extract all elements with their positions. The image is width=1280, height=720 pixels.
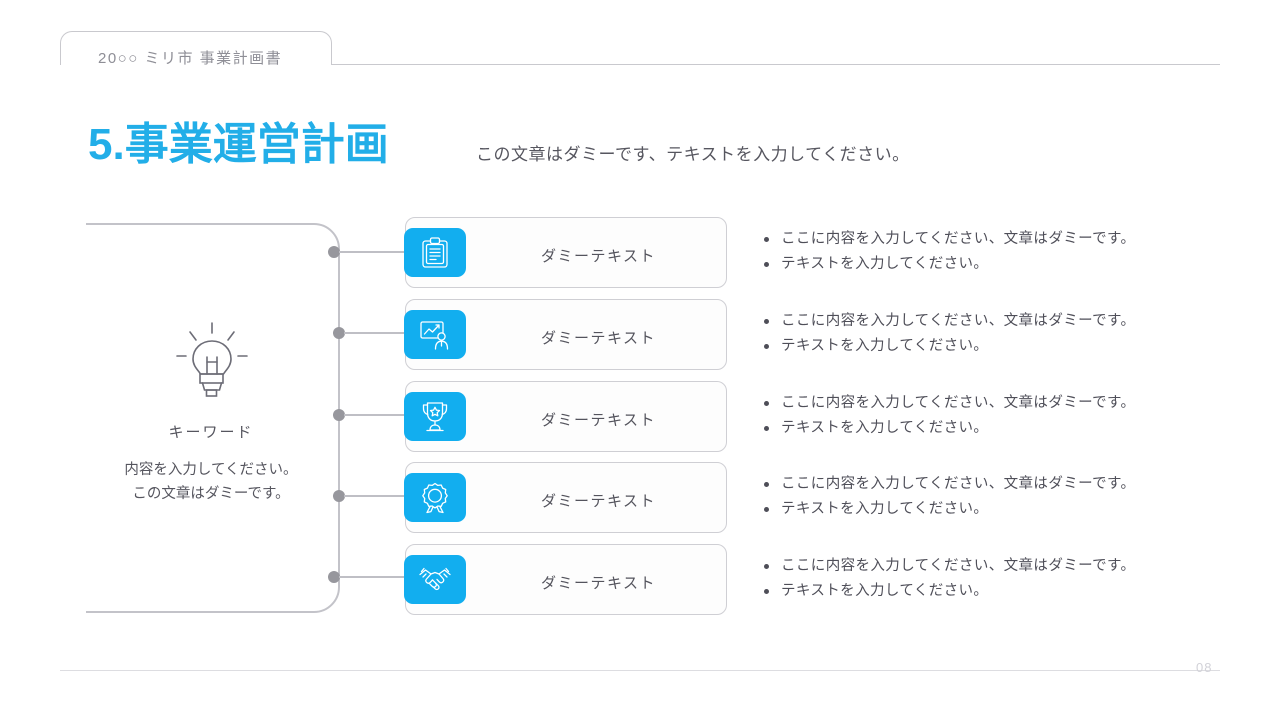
bullet-1-2: テキストを入力してください。 xyxy=(762,252,1192,277)
bullet-2-2: テキストを入力してください。 xyxy=(762,334,1192,359)
lightbulb-icon xyxy=(174,320,250,398)
row-label-3: ダミーテキスト xyxy=(540,412,657,429)
bullet-2-1: ここに内容を入力してください、文章はダミーです。 xyxy=(762,309,1192,334)
header-rule xyxy=(331,64,1220,65)
connector-line-4 xyxy=(344,495,405,497)
award-ribbon-icon[interactable] xyxy=(404,473,466,522)
row-label-2: ダミーテキスト xyxy=(540,330,657,347)
bullet-4-1: ここに内容を入力してください、文章はダミーです。 xyxy=(762,472,1192,497)
keyword-label: キーワード xyxy=(168,424,254,441)
connector-dot-2 xyxy=(333,327,345,339)
bullet-group-3: ここに内容を入力してください、文章はダミーです。 テキストを入力してください。 xyxy=(762,391,1192,441)
row-label-4: ダミーテキスト xyxy=(540,493,657,510)
page-number: 08 xyxy=(1196,660,1213,675)
page-title: 5.事業運営計画 xyxy=(88,120,389,169)
connector-line-2 xyxy=(344,332,405,334)
bullet-3-2: テキストを入力してください。 xyxy=(762,416,1192,441)
keyword-description-line-2: この文章はダミーです。 xyxy=(132,485,290,502)
row-label-1: ダミーテキスト xyxy=(540,248,657,265)
connector-dot-3 xyxy=(333,409,345,421)
connector-dot-1 xyxy=(328,246,340,258)
header-tab-frame xyxy=(60,31,332,65)
bullet-group-4: ここに内容を入力してください、文章はダミーです。 テキストを入力してください。 xyxy=(762,472,1192,522)
presentation-person-icon[interactable] xyxy=(404,310,466,359)
bullet-group-2: ここに内容を入力してください、文章はダミーです。 テキストを入力してください。 xyxy=(762,309,1192,359)
connector-line-5 xyxy=(339,576,405,578)
connector-dot-5 xyxy=(328,571,340,583)
bullet-4-2: テキストを入力してください。 xyxy=(762,497,1192,522)
page-subtitle: この文章はダミーです、テキストを入力してください。 xyxy=(476,145,910,164)
handshake-icon[interactable] xyxy=(404,555,466,604)
connector-dot-4 xyxy=(333,490,345,502)
bullet-1-1: ここに内容を入力してください、文章はダミーです。 xyxy=(762,227,1192,252)
bullet-group-5: ここに内容を入力してください、文章はダミーです。 テキストを入力してください。 xyxy=(762,554,1192,604)
bullet-5-1: ここに内容を入力してください、文章はダミーです。 xyxy=(762,554,1192,579)
footer-rule xyxy=(60,670,1220,671)
keyword-description-line-1: 内容を入力してください。 xyxy=(124,462,298,478)
connector-line-3 xyxy=(344,414,405,416)
row-label-5: ダミーテキスト xyxy=(540,575,657,592)
connector-line-1 xyxy=(339,251,405,253)
bullet-3-1: ここに内容を入力してください、文章はダミーです。 xyxy=(762,391,1192,416)
trophy-icon[interactable] xyxy=(404,392,466,441)
clipboard-icon[interactable] xyxy=(404,228,466,277)
bullet-group-1: ここに内容を入力してください、文章はダミーです。 テキストを入力してください。 xyxy=(762,227,1192,277)
left-bracket-outline xyxy=(86,223,340,613)
bullet-5-2: テキストを入力してください。 xyxy=(762,579,1192,604)
header-title: 20○○ ミリ市 事業計画書 xyxy=(98,50,283,67)
keyword-description: 内容を入力してください。 この文章はダミーです。 xyxy=(76,459,346,507)
